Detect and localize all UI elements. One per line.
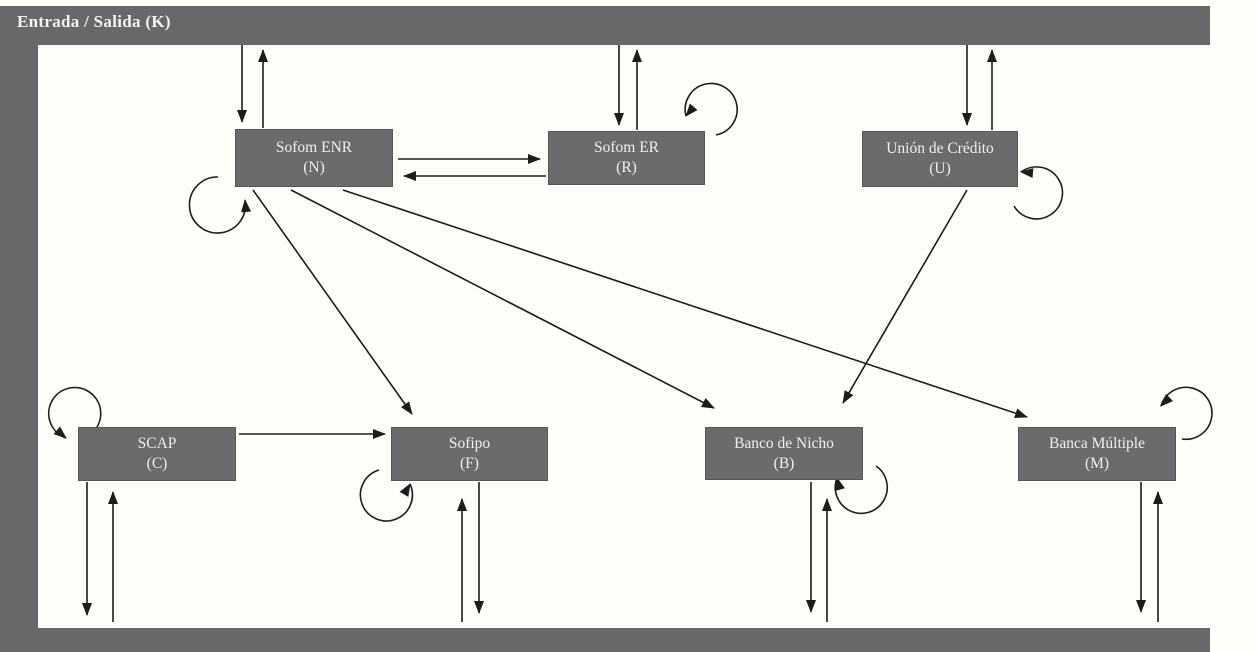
node-union-de-credito: Unión de Crédito (U)	[862, 131, 1018, 187]
self-loop-U	[1013, 166, 1064, 220]
node-label: Banca Múltiple	[1049, 435, 1145, 453]
self-loop-M	[1160, 386, 1213, 441]
self-loop-N	[188, 176, 247, 234]
frame-left-bar	[0, 6, 38, 652]
self-loop-arrowhead-F	[399, 483, 411, 497]
frame-title: Entrada / Salida (K)	[17, 12, 171, 31]
self-loop-arrowhead-N	[241, 199, 252, 213]
edge-N-F	[252, 189, 413, 415]
edge-N-B	[290, 189, 715, 409]
node-code: (B)	[773, 454, 795, 472]
self-loop-arrowhead-R	[685, 103, 698, 117]
node-sofom-er: Sofom ER (R)	[548, 131, 705, 185]
frame-top-bar	[0, 6, 1210, 45]
node-code: (M)	[1084, 455, 1110, 472]
node-label: Sofom ER	[593, 139, 660, 157]
self-loop-arrowhead-B	[835, 477, 845, 491]
node-label: Sofipo	[448, 435, 491, 453]
node-code: (F)	[460, 455, 479, 472]
node-label: SCAP	[137, 435, 177, 453]
self-loop-C	[47, 386, 102, 439]
node-sofom-enr: Sofom ENR (N)	[235, 129, 393, 187]
self-loop-B	[834, 465, 889, 515]
node-scap: SCAP (C)	[78, 427, 236, 481]
frame-bottom-bar	[0, 628, 1210, 652]
self-loop-R	[684, 82, 738, 136]
node-sofipo: Sofipo (F)	[391, 427, 548, 481]
node-label: Banco de Nicho	[734, 434, 834, 452]
node-banco-de-nicho: Banco de Nicho (B)	[705, 427, 863, 480]
self-loop-F	[359, 469, 414, 522]
self-loop-arrowhead-U	[1020, 168, 1034, 179]
self-loop-arrowhead-C	[53, 426, 67, 439]
node-label: Sofom ENR	[275, 139, 353, 157]
node-label: Unión de Crédito	[886, 140, 994, 158]
node-code: (U)	[929, 160, 951, 177]
self-loop-arrowhead-M	[1160, 393, 1174, 407]
node-banca-multiple: Banca Múltiple (M)	[1018, 427, 1176, 481]
node-code: (R)	[616, 159, 637, 176]
edge-N-M	[342, 189, 1028, 418]
node-code: (N)	[303, 159, 325, 176]
edge-U-B	[842, 189, 968, 404]
node-code: (C)	[146, 455, 168, 472]
